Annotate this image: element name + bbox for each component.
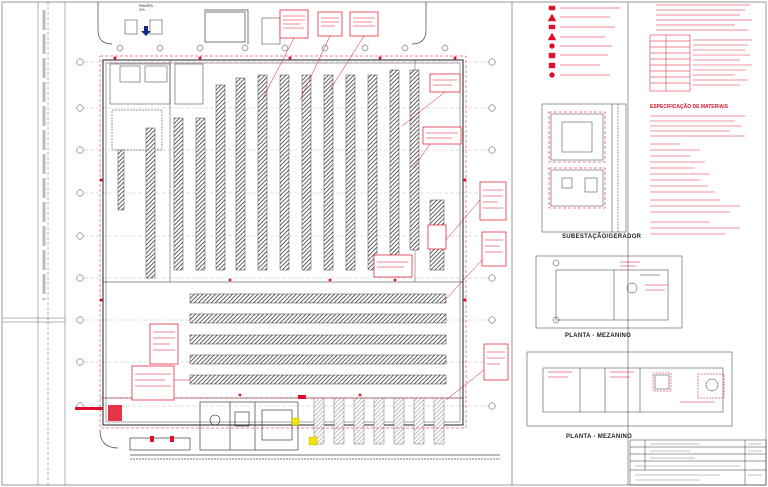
storage-racks-horizontal	[189, 293, 447, 385]
substation-title: SUBESTAÇÃO/GERADOR	[562, 234, 642, 240]
substation-red-marks	[548, 111, 606, 209]
red-dot-markers	[99, 56, 467, 397]
substation-view	[541, 103, 627, 233]
mezzanine-2-red-marks	[548, 371, 725, 403]
title-block	[629, 439, 767, 486]
legend-table	[649, 34, 691, 92]
ramp-label-text: RAMPA	[139, 3, 153, 8]
loading-bays	[313, 397, 445, 445]
red-leader-lines	[174, 35, 485, 401]
mezzanine-view-2	[526, 351, 733, 427]
technical-rooms	[129, 401, 299, 451]
access-curbs	[97, 2, 500, 460]
red-marker-blocks	[75, 395, 306, 442]
ramp-arrow	[141, 26, 151, 36]
title-block-text	[635, 443, 762, 481]
legend-symbols	[547, 5, 557, 78]
equipment-highlights	[291, 417, 318, 446]
ramp-label: RAMPA 3%	[139, 4, 153, 12]
grid-axis-markers	[76, 44, 496, 410]
specification-notes	[650, 115, 745, 235]
ramp-slope-text: 3%	[139, 7, 145, 12]
mezzanine-title-2: PLANTA - MEZANINO	[566, 434, 633, 440]
mezzanine-1-red-marks	[620, 261, 668, 291]
storage-racks-vertical	[145, 69, 420, 279]
office-rooms	[109, 17, 281, 151]
red-callouts	[131, 9, 509, 401]
materials-heading: ESPECIFICAÇÃO DE MATERIAIS	[650, 104, 728, 110]
mezzanine-view-1	[535, 255, 683, 329]
legend-notes-lines	[693, 39, 752, 86]
mezzanine-title-1: PLANTA - MEZANINO	[565, 333, 632, 339]
site-boundary	[2, 2, 66, 485]
legend-text-right	[656, 4, 752, 31]
legend-text-left	[560, 7, 620, 76]
red-callout-text	[135, 15, 505, 387]
